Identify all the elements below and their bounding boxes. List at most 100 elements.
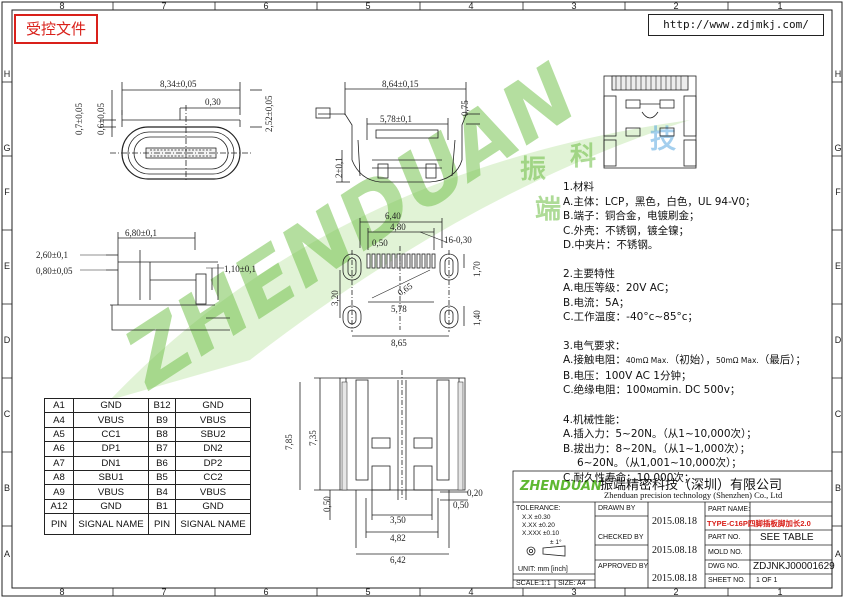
dim-label: 0,50 — [322, 496, 332, 512]
left-side-leaders — [80, 254, 224, 271]
row-label: B — [4, 483, 10, 493]
row-label: F — [835, 187, 841, 197]
col-label: 2 — [673, 587, 678, 597]
watermark-char: 技 — [650, 125, 676, 155]
drawn-date: 2015.08.18 — [652, 516, 697, 527]
note-line: A.电压等级：20V AC； — [563, 282, 675, 294]
dim-label: 5,78 — [391, 304, 407, 314]
left-side-dims: 6,80±0,1 2,60±0,1 0,80±0,05 1,10±0,1 — [36, 228, 256, 276]
website-url[interactable]: http://www.zdjmkj.com/ — [648, 14, 824, 36]
part-no-label: PART NO. — [708, 534, 741, 541]
dim-label: 8,64±0,15 — [382, 79, 419, 89]
tolerance-row: X.X ±0.30 — [522, 514, 551, 521]
footprint-view — [339, 218, 465, 337]
dim-label: 8,34±0,05 — [160, 79, 197, 89]
note-heading: 4.机械性能： — [563, 413, 626, 426]
dim-label: 2±0,1 — [334, 157, 344, 178]
company-name-en: Zhenduan precision technology (Shenzhen)… — [604, 490, 783, 500]
title-block — [512, 470, 833, 589]
col-label: 1 — [777, 587, 782, 597]
dim-label: 6,40 — [385, 211, 401, 221]
dim-label: 6,80±0,1 — [125, 228, 157, 238]
tolerance-angle: ± 1° — [550, 539, 562, 546]
dim-label: 0,7±0,05 — [74, 103, 84, 135]
note-line: 6~20N。（从1,001~10,000次）； — [577, 457, 742, 469]
row-label: A — [835, 549, 841, 559]
watermark-logo-text: ZHENDUAN — [107, 46, 594, 408]
company-name-cn: 振端精密科技（深圳）有限公司 — [600, 478, 783, 493]
dim-label: 4,80 — [390, 222, 406, 232]
col-label: 2 — [673, 1, 678, 11]
dim-label: 0,6±0,05 — [96, 103, 106, 135]
dim-label: 1,10±0,1 — [224, 264, 256, 274]
dim-label: 3,20 — [330, 290, 340, 306]
size-label: SIZE: A4 — [558, 580, 586, 587]
frame-labels: 8 7 6 5 4 3 2 1 8 7 6 5 4 3 2 1 H G F E … — [3, 1, 841, 597]
col-label: 6 — [263, 587, 268, 597]
spec-notes: 1.材料 A.主体：LCP，黑色，白色，UL 94-V0； B.端子：铜合金，电… — [563, 180, 806, 485]
company-logo: ZHENDUAN — [519, 479, 602, 494]
dim-label: 5,78±0,1 — [380, 114, 412, 124]
note-heading: 2.主要特性 — [563, 267, 616, 280]
row-label: F — [4, 187, 10, 197]
front-view-dims: 8,34±0,05 0,30 0,7±0,05 0,6±0,05 2,52±0,… — [74, 79, 274, 135]
col-label: 5 — [365, 587, 370, 597]
dim-label: 2,60±0,1 — [36, 250, 68, 260]
row-label: E — [4, 261, 10, 271]
note-line: C.绝缘电阻：100MΩmin. DC 500v； — [563, 384, 741, 396]
dim-label: 7,85 — [284, 434, 294, 450]
note-line: B.电流：5A； — [563, 296, 630, 309]
iso-view — [603, 75, 697, 169]
row-label: H — [835, 69, 842, 79]
row-label: D — [4, 335, 11, 345]
dim-label: 0,20 — [467, 488, 483, 498]
col-label: 1 — [777, 1, 782, 11]
controlled-document-stamp: 受控文件 — [14, 14, 98, 44]
part-name-value: TYPE-C16P四脚插板脚加长2.0 — [707, 519, 811, 528]
tolerance-row: X.XXX ±0.10 — [522, 530, 560, 537]
sheet-no-value: 1 OF 1 — [756, 577, 778, 584]
tolerance-label: TOLERANCE: — [516, 505, 561, 512]
col-label: 7 — [161, 1, 166, 11]
approved-date: 2015.08.18 — [652, 573, 697, 584]
row-label: E — [835, 261, 841, 271]
note-line: D.中夹片：不锈钢。 — [563, 239, 659, 251]
side-view — [315, 82, 480, 183]
col-label: 5 — [365, 1, 370, 11]
col-label: 8 — [59, 587, 64, 597]
row-label: C — [835, 409, 842, 419]
mold-no-label: MOLD NO. — [708, 549, 743, 556]
row-label: G — [3, 143, 10, 153]
note-line: B.端子：铜合金，电镀刷金； — [563, 210, 700, 222]
dim-label: 0,80±0,05 — [36, 266, 73, 276]
dim-label: 6,42 — [390, 555, 406, 565]
note-line: C.外壳：不锈钢，镀全镍； — [563, 224, 690, 237]
side-view-dims: 8,64±0,15 5,78±0,1 0,75 2±0,1 — [334, 79, 470, 178]
part-name-label: PART NAME: — [708, 506, 751, 513]
dim-label: 4,82 — [390, 533, 406, 543]
sheet-no-label: SHEET NO. — [708, 577, 746, 584]
left-side-view — [106, 232, 230, 331]
dwg-no-value: ZDJNKJ00001629 — [753, 561, 835, 572]
col-label: 8 — [59, 1, 64, 11]
note-line: C.工作温度：-40°c~85°c； — [563, 311, 699, 323]
note-heading: 3.电气要求： — [563, 339, 626, 352]
bottom-view-dims: 7,85 7,35 0,50 0,20 0,50 3,50 4,82 6,42 — [284, 430, 483, 565]
row-label: C — [4, 409, 11, 419]
watermark-char: 科 — [570, 142, 596, 172]
inner-frame — [11, 9, 833, 589]
note-line: C.耐久性寿命：10,000次； — [563, 471, 695, 484]
dim-label: 1,70 — [472, 261, 482, 277]
col-label: 4 — [468, 587, 473, 597]
row-label: H — [4, 69, 11, 79]
note-line: A.插入力：5~20N。（从1~10,000次）； — [563, 428, 757, 440]
